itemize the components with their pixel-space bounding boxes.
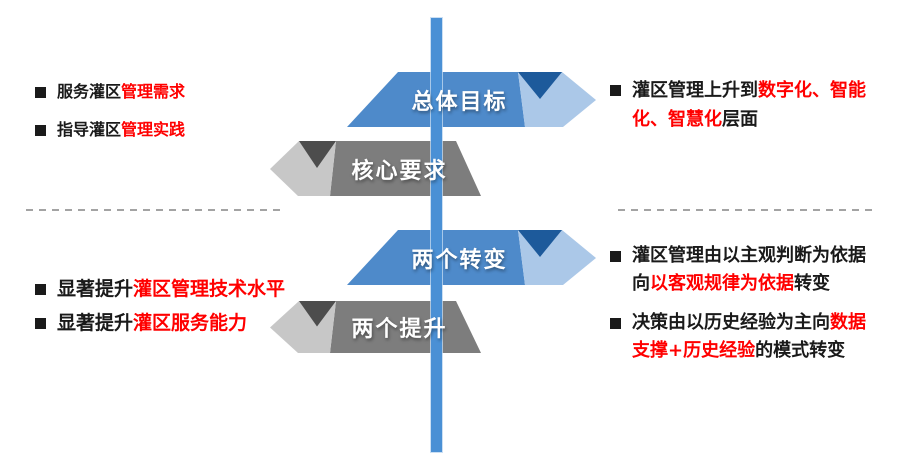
banner-two-transformations-label: 两个转变 xyxy=(411,247,508,273)
bullet-text: 显著提升灌区服务能力 xyxy=(57,312,248,334)
banner-core-requirement-shape-icon xyxy=(270,141,481,196)
bullet-square-icon xyxy=(35,125,46,136)
list-item: 显著提升灌区服务能力 xyxy=(35,311,285,335)
banner-overall-goal-label: 总体目标 xyxy=(411,89,508,115)
bullet-text: 服务灌区管理需求 xyxy=(57,82,186,101)
list-item: 灌区管理由以主观判断为依据向以客观规律为依据转变 xyxy=(610,242,866,298)
bullet-square-icon xyxy=(610,85,621,96)
banner-two-improvements-shape-icon xyxy=(270,301,481,353)
right-top-bullet-list: 灌区管理上升到数字化、智能化、智慧化层面 xyxy=(610,76,866,134)
bullet-text: 显著提升灌区管理技术水平 xyxy=(57,278,286,300)
center-axis-line xyxy=(431,18,442,452)
left-dashed-divider xyxy=(26,209,284,211)
bullet-text: 灌区管理由以主观判断为依据向以客观规律为依据转变 xyxy=(632,245,866,294)
bullet-text: 决策由以历史经验为主向数据支撑+历史经验的模式转变 xyxy=(632,312,866,361)
list-item: 显著提升灌区管理技术水平 xyxy=(35,277,285,301)
bullet-square-icon xyxy=(35,318,46,329)
bullet-square-icon xyxy=(610,251,621,262)
bullet-text: 指导灌区管理实践 xyxy=(57,120,186,139)
bullet-square-icon xyxy=(35,87,46,98)
banner-core-requirement-label: 核心要求 xyxy=(351,158,448,184)
list-item: 决策由以历史经验为主向数据支撑+历史经验的模式转变 xyxy=(610,309,866,365)
left-top-bullet-list: 服务灌区管理需求指导灌区管理实践 xyxy=(35,81,185,157)
list-item: 服务灌区管理需求 xyxy=(35,81,185,103)
bullet-square-icon xyxy=(35,284,46,295)
banner-two-improvements-label: 两个提升 xyxy=(351,317,448,342)
bullet-square-icon xyxy=(610,318,621,329)
list-item: 灌区管理上升到数字化、智能化、智慧化层面 xyxy=(610,76,866,134)
right-dashed-divider xyxy=(618,209,874,211)
bullet-text: 灌区管理上升到数字化、智能化、智慧化层面 xyxy=(632,80,866,130)
left-bottom-bullet-list: 显著提升灌区管理技术水平显著提升灌区服务能力 xyxy=(35,277,285,345)
list-item: 指导灌区管理实践 xyxy=(35,119,185,141)
right-bottom-bullet-list: 灌区管理由以主观判断为依据向以客观规律为依据转变决策由以历史经验为主向数据支撑+… xyxy=(610,242,866,376)
